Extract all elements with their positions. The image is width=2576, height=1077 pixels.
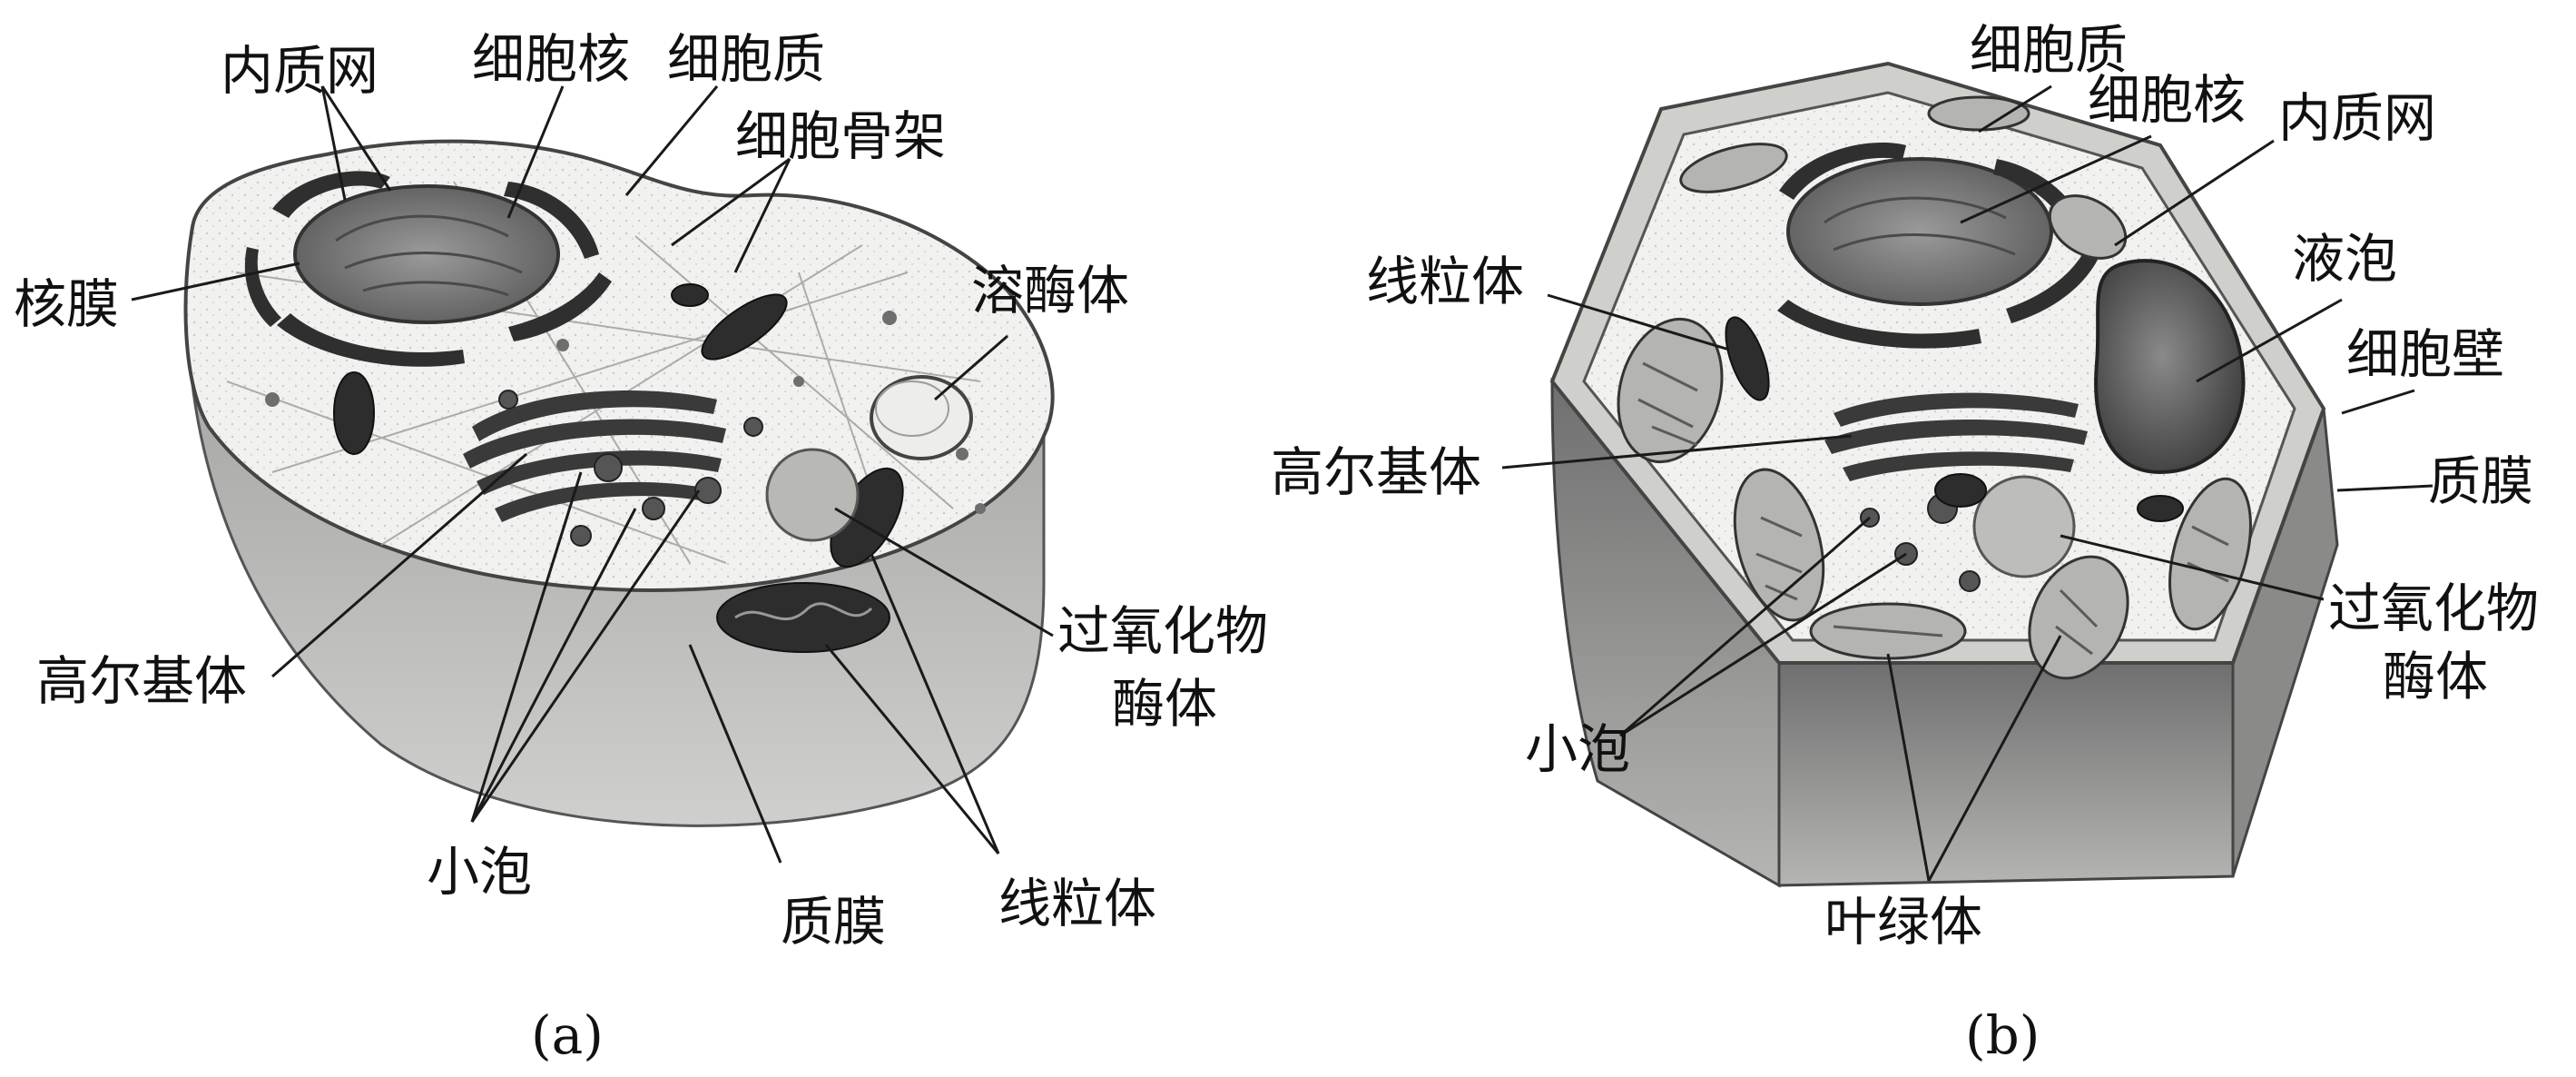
label-b-vesicle: 小泡 <box>1525 718 1630 780</box>
label-a-peroxisome-line2: 酶体 <box>1112 673 1217 735</box>
label-b-chloroplast: 叶绿体 <box>1824 891 1982 953</box>
label-a-cytoskeleton: 细胞骨架 <box>735 105 946 167</box>
label-a-nuclear-membrane: 核膜 <box>14 273 119 335</box>
caption-b: (b) <box>1965 1004 2040 1066</box>
label-b-er: 内质网 <box>2278 87 2436 149</box>
label-b-nucleus: 细胞核 <box>2088 69 2246 131</box>
animal-cell-illustration <box>186 142 1053 826</box>
label-a-vesicle: 小泡 <box>427 841 532 903</box>
caption-a: (a) <box>531 1004 604 1066</box>
label-a-cytoplasm: 细胞质 <box>667 28 825 90</box>
label-b-vacuole: 液泡 <box>2292 228 2397 290</box>
label-a-nucleus: 细胞核 <box>472 28 630 90</box>
label-a-lysosome: 溶酶体 <box>971 260 1129 321</box>
label-a-peroxisome-line1: 过氧化物 <box>1057 600 1268 662</box>
label-b-mitochondria: 线粒体 <box>1366 251 1524 312</box>
plant-cell-illustration <box>1552 64 2337 885</box>
label-a-er: 内质网 <box>221 40 379 102</box>
label-b-peroxisome-line2: 酶体 <box>2383 646 2488 707</box>
label-b-plasma-membrane: 质膜 <box>2428 450 2533 512</box>
label-b-cell-wall: 细胞壁 <box>2346 323 2504 385</box>
label-b-peroxisome-line1: 过氧化物 <box>2328 578 2539 639</box>
label-a-mitochondria: 线粒体 <box>998 873 1156 934</box>
label-a-golgi: 高尔基体 <box>36 650 247 712</box>
label-a-plasma-membrane: 质膜 <box>781 891 886 953</box>
label-b-golgi: 高尔基体 <box>1271 441 1481 503</box>
